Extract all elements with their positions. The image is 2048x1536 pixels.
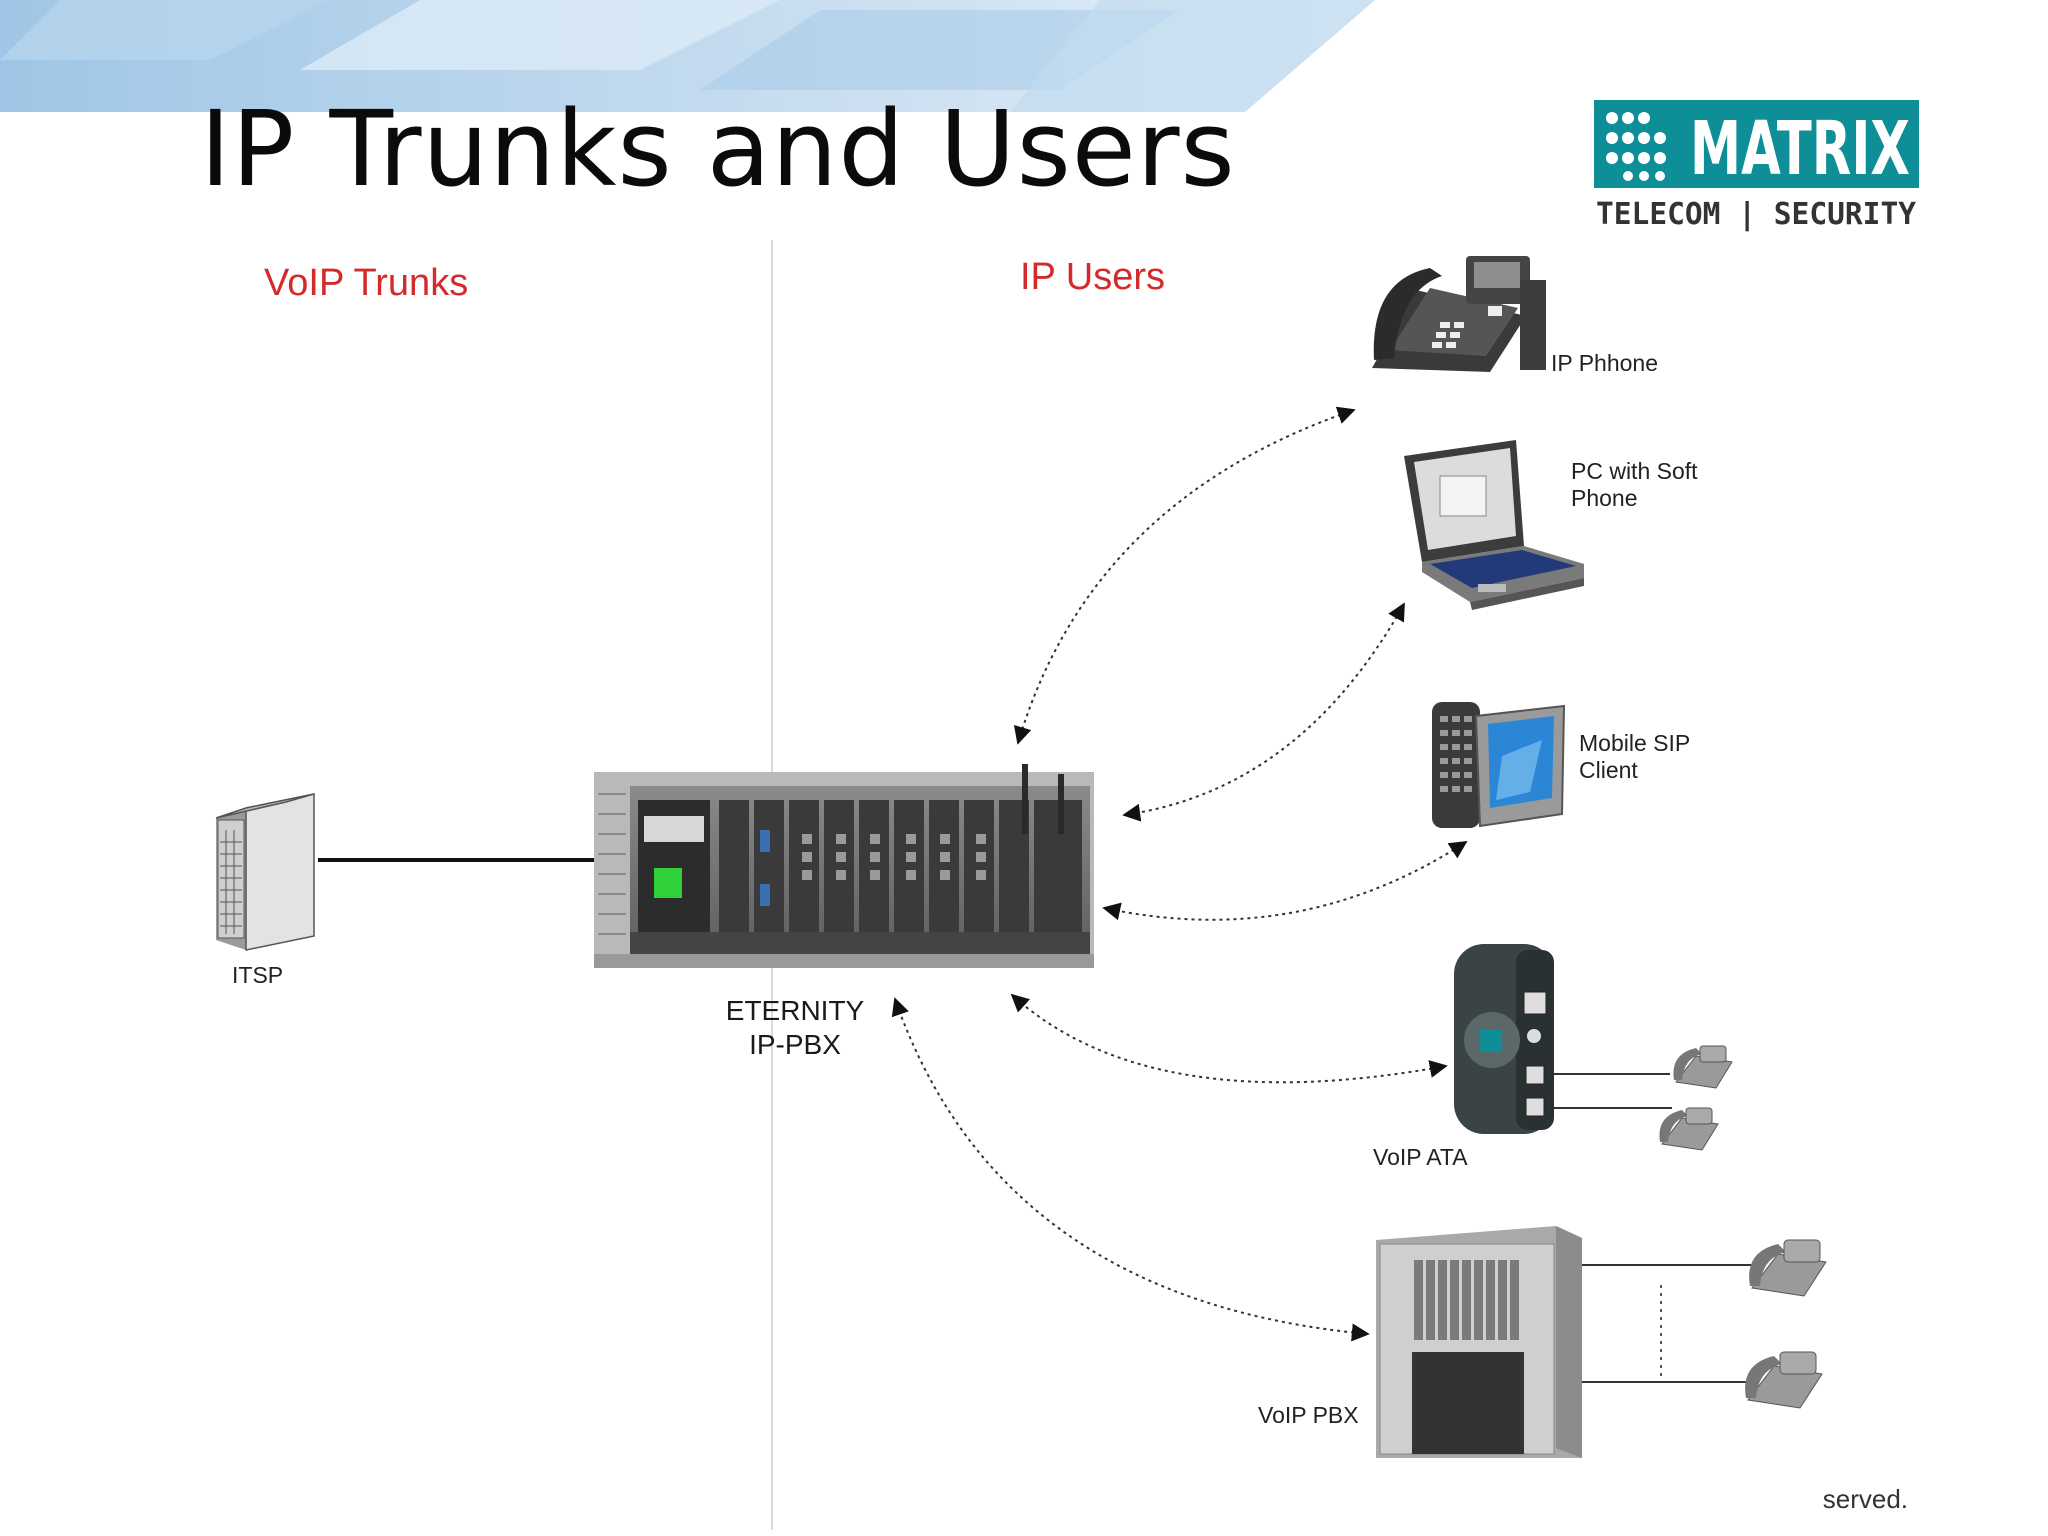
link-voip-ata bbox=[1010, 993, 1448, 1084]
analog-phone-icon bbox=[1745, 1351, 1823, 1409]
itsp-server-icon bbox=[215, 793, 315, 951]
link-voip-pbx bbox=[891, 997, 1370, 1342]
voip-pbx-label: VoIP PBX bbox=[1258, 1402, 1359, 1428]
mobile-label: Mobile SIP Client bbox=[1579, 730, 1690, 784]
laptop-icon bbox=[1404, 440, 1584, 610]
logo-brand: MATRIX bbox=[1690, 106, 1910, 192]
footer-copyright: served. bbox=[1822, 1484, 1908, 1514]
voip-pbx-cabinet-icon bbox=[1376, 1226, 1582, 1458]
matrix-logo: MATRIX TELECOM | SECURITY bbox=[1594, 100, 1919, 235]
slide-title: IP Trunks and Users bbox=[200, 88, 1236, 210]
pbx-label: ETERNITY IP-PBX bbox=[720, 994, 870, 1062]
mobile-label-line2: Client bbox=[1579, 757, 1638, 783]
eternity-pbx-device bbox=[594, 764, 1094, 968]
header-banner bbox=[0, 0, 1375, 112]
link-mobile bbox=[1102, 841, 1468, 921]
itsp-label: ITSP bbox=[232, 962, 284, 988]
link-ip-phone bbox=[1013, 406, 1356, 745]
ip-phone-label: IP Phhone bbox=[1551, 350, 1659, 376]
logo-tagline: TELECOM | SECURITY bbox=[1596, 197, 1916, 232]
link-pc bbox=[1122, 602, 1405, 822]
pbx-label-line2: IP-PBX bbox=[749, 1029, 841, 1060]
pc-label: PC with Soft Phone bbox=[1571, 458, 1698, 512]
pbx-label-line1: ETERNITY bbox=[725, 995, 865, 1026]
voip-ata-label: VoIP ATA bbox=[1373, 1144, 1468, 1170]
section-title-ip-users: IP Users bbox=[1020, 256, 1166, 298]
analog-phone-icon bbox=[1659, 1107, 1719, 1151]
mobile-label-line1: Mobile SIP bbox=[1579, 730, 1691, 756]
analog-phone-icon bbox=[1749, 1239, 1827, 1297]
ip-phone-icon bbox=[1372, 256, 1546, 372]
pc-label-line1: PC with Soft bbox=[1571, 458, 1698, 484]
pc-label-line2: Phone bbox=[1571, 485, 1638, 511]
mobile-phone-icon bbox=[1432, 702, 1566, 828]
voip-ata-icon bbox=[1454, 944, 1554, 1134]
section-title-voip-trunks: VoIP Trunks bbox=[264, 262, 469, 304]
analog-phone-icon bbox=[1673, 1045, 1733, 1089]
